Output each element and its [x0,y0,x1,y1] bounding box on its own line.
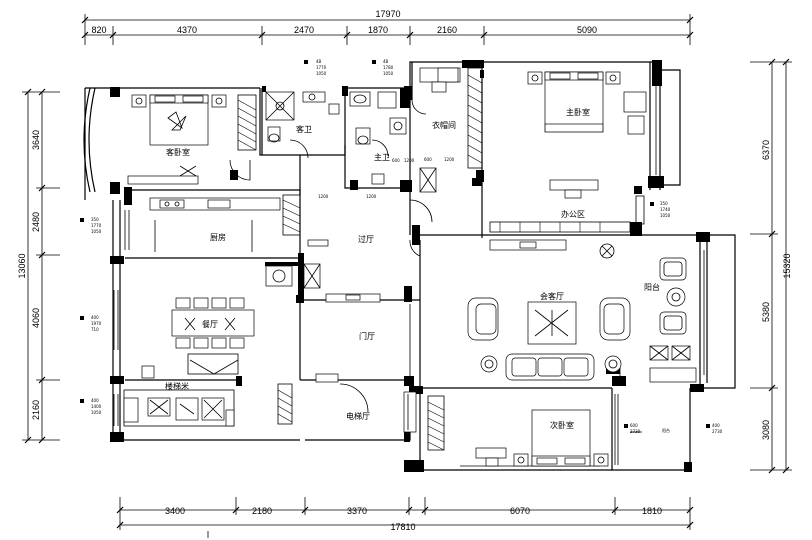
right-dim-3: 3080 [761,420,771,440]
room-label-guest-bedroom: 客卧室 [166,147,190,157]
note-11b: 1200 [404,158,415,163]
note-7a: 600 [630,423,638,428]
room-label-office: 办公区 [561,209,585,219]
note-7b: 2730 [630,429,641,434]
left-dim-4: 2160 [31,400,41,420]
annotation-notes: 4B 1770 1050 4B 1780 1050 350 1770 1050 … [80,59,723,434]
top-dim-3: 2470 [294,25,314,35]
guest-bed: 客卧室 [127,94,227,185]
left-dimension-lines: 13060 3640 2480 4060 2160 [17,88,60,444]
bottom-dim-4: 6070 [510,506,530,516]
second-bed: 次卧室 [475,409,609,467]
note-10: 1200 [318,194,329,199]
room-label-small-balcony: 阳台 [662,427,670,433]
right-dimension-lines: 6370 5380 3080 15320 [750,58,792,474]
elevator-lobby: 电梯厅 [346,391,417,433]
bottom-dimension-lines: 3400 2180 3370 6070 1810 17810 [116,497,694,538]
master-bath-fixtures: 主卫 600 1200 [349,91,455,185]
stair-room: 楼梯米 [123,381,235,427]
note-4a: 350 [660,201,668,206]
room-label-stairwell: 楼梯米 [165,381,189,391]
note-4c: 1050 [660,213,671,218]
right-dim-1: 6370 [761,140,771,160]
note-6b: 1400 [91,404,102,409]
note-5c: 710 [91,327,99,332]
dining-set: 餐厅 [141,297,255,379]
note-5a: 400 [91,315,99,320]
right-total-dim: 15320 [782,253,792,278]
door-swings [229,99,621,413]
note-5b: 1970 [91,321,102,326]
room-label-guest-bath: 客卫 [296,124,312,134]
office-furniture: 办公区 [549,179,599,219]
room-label-entry: 门厅 [359,331,375,341]
wardrobe-hatching [237,67,645,451]
bottom-total-dim: 17810 [390,522,415,532]
room-label-elevator: 电梯厅 [346,411,370,421]
room-label-walk-in-closet: 衣帽间 [432,120,456,130]
note-12: 1200 [366,194,377,199]
balcony-furniture: 阳台 [644,257,697,383]
bottom-dim-2: 2180 [252,506,272,516]
room-label-kitchen: 厨房 [210,232,226,242]
left-dim-1: 3640 [31,130,41,150]
kitchen-fixtures: 厨房 1200 [149,194,329,289]
bottom-dim-3: 3370 [347,506,367,516]
note-9b: 1200 [444,157,455,162]
note-3b: 1770 [91,223,102,228]
room-label-hallway: 过厅 [358,234,374,244]
note-9a: 600 [424,157,432,162]
bottom-dim-1: 3400 [165,506,185,516]
master-bed: 主卧室 [527,71,647,135]
room-label-living: 会客厅 [540,291,564,301]
note-6c: 1050 [91,410,102,415]
room-label-balcony: 阳台 [644,282,660,292]
left-dim-3: 4060 [31,308,41,328]
note-11a: 600 [392,158,400,163]
room-label-second-bedroom: 次卧室 [550,420,574,430]
guest-bath-fixtures: 客卫 [265,91,340,143]
top-dimension-lines: 17970 820 4370 2470 1870 2160 5090 [81,9,694,45]
note-2c: 1050 [383,71,394,76]
wall-outlines [83,61,736,471]
room-label-master-bedroom: 主卧室 [566,107,590,117]
hall-entry: 过厅 门厅 [315,234,411,383]
note-3c: 1050 [91,229,102,234]
right-dim-2: 5380 [761,302,771,322]
room-label-master-bath: 主卫 [374,152,390,162]
note-3a: 350 [91,217,99,222]
walk-in-closet: 衣帽间 [419,67,461,193]
top-dim-5: 2160 [437,25,457,35]
top-dim-4: 1870 [368,25,388,35]
top-dim-6: 5090 [577,25,597,35]
top-dim-1: 820 [91,25,106,35]
note-1c: 1050 [316,71,327,76]
bottom-dim-5: 1810 [642,506,662,516]
note-2a: 4B [383,59,389,64]
room-label-dining: 餐厅 [202,320,218,329]
living-room-furniture: 会客厅 [467,239,631,381]
note-8a: 400 [712,423,720,428]
note-8b: 2730 [712,429,723,434]
left-dim-2: 2480 [31,212,41,232]
top-total-dim: 17970 [375,9,400,19]
top-dim-2: 4370 [177,25,197,35]
note-1a: 4B [316,59,322,64]
note-2b: 1780 [383,65,394,70]
note-6a: 400 [91,398,99,403]
left-total-dim: 13060 [17,253,27,278]
note-1b: 1770 [316,65,327,70]
note-4b: 1740 [660,207,671,212]
